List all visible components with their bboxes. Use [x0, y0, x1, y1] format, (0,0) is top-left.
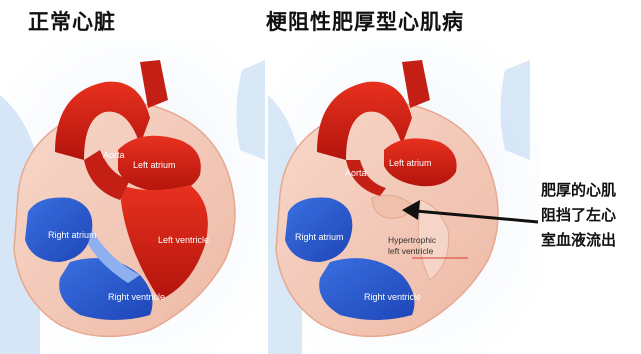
label-hypertrophic-line2: left ventricle	[388, 246, 434, 256]
label-left-ventricle: Left ventricle	[158, 235, 209, 245]
label-right-atrium-hocm: Right atrium	[295, 232, 344, 242]
label-right-atrium: Right atrium	[48, 230, 97, 240]
callout-line-2: 阻挡了左心	[541, 203, 616, 228]
callout-text: 肥厚的心肌 阻挡了左心 室血液流出	[541, 178, 616, 253]
normal-heart: Aorta Left atrium Right atrium Left vent…	[0, 40, 265, 354]
label-hypertrophic-line1: Hypertrophic	[388, 235, 437, 245]
hocm-heart: Aorta Left atrium Right atrium Hypertrop…	[265, 40, 540, 354]
callout-line-1: 肥厚的心肌	[541, 178, 616, 203]
label-left-atrium-hocm: Left atrium	[389, 158, 432, 168]
label-left-atrium: Left atrium	[133, 160, 176, 170]
label-aorta-hocm: Aorta	[345, 168, 367, 178]
label-right-ventricle-hocm: Right ventricle	[364, 292, 421, 302]
callout-line-3: 室血液流出	[541, 228, 616, 253]
vessel-right-right	[501, 60, 531, 160]
label-right-ventricle: Right ventricle	[108, 292, 165, 302]
label-aorta: Aorta	[103, 150, 125, 160]
